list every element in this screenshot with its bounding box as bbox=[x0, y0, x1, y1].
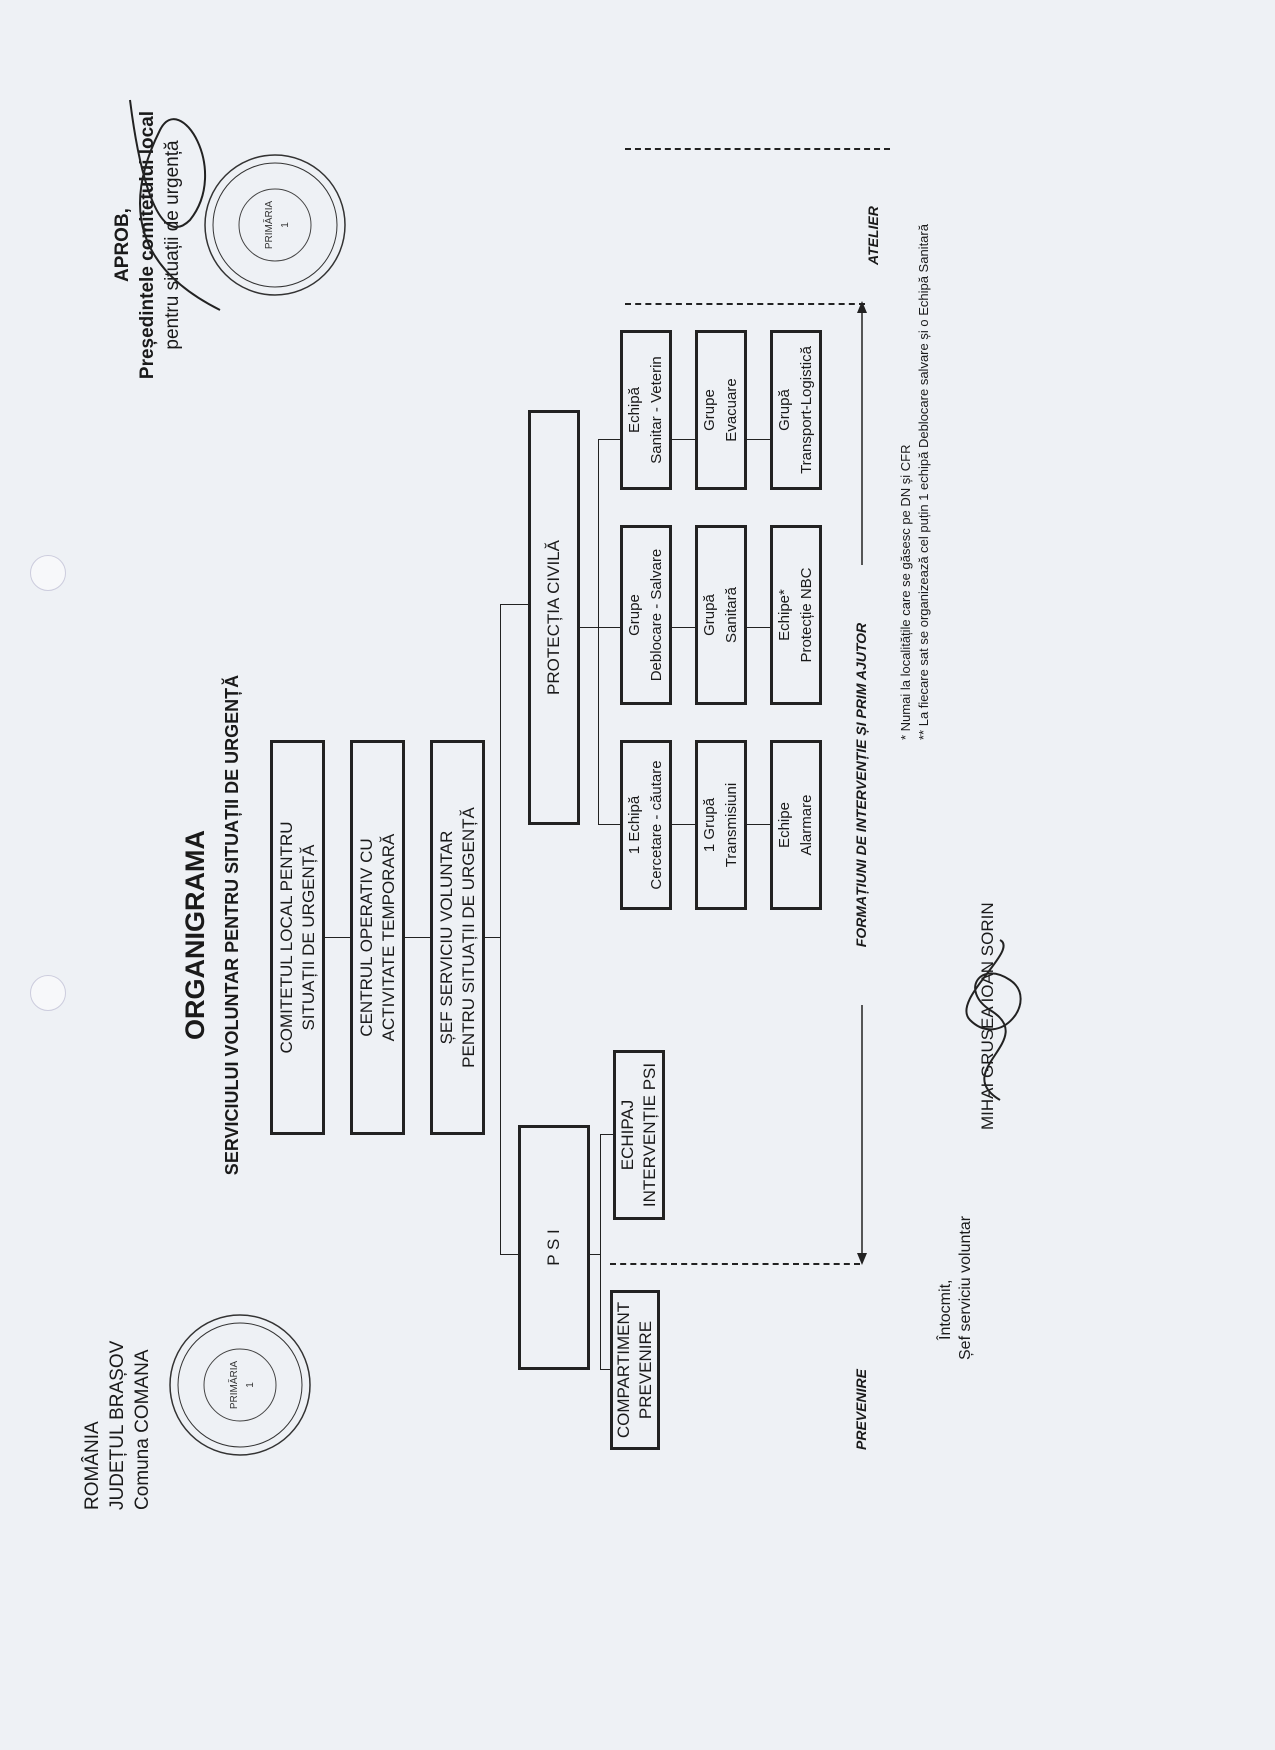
connector bbox=[600, 1369, 610, 1370]
connector bbox=[590, 1254, 600, 1255]
box-text: COMPARTIMENT bbox=[614, 1301, 633, 1439]
svg-text:PRIMĂRIA: PRIMĂRIA bbox=[227, 1361, 240, 1410]
signoff-role: Șef serviciu voluntar bbox=[957, 1215, 974, 1360]
box-pc-child: Grupe Deblocare - Salvare bbox=[620, 525, 672, 705]
box-text: Grupă bbox=[776, 389, 793, 431]
connector bbox=[747, 627, 770, 628]
box-pc-child: Echipe* Protecție NBC bbox=[770, 525, 822, 705]
box-text: Sanitar - Veterin bbox=[648, 356, 665, 464]
box-psi: P S I bbox=[518, 1125, 590, 1370]
stamp-seal-left: PRIMĂRIA 1 bbox=[169, 1314, 311, 1456]
connector-bus bbox=[598, 440, 599, 825]
box-text: Grupă bbox=[701, 594, 718, 636]
box-text: P S I bbox=[544, 1229, 563, 1266]
svg-text:1: 1 bbox=[245, 1382, 256, 1388]
signoff-label: Întocmit, bbox=[937, 1279, 954, 1340]
box-text: CENTRUL OPERATIV CU bbox=[356, 838, 376, 1037]
box-text: 1 Grupă bbox=[701, 797, 718, 853]
box-text: COMITETUL LOCAL PENTRU bbox=[276, 821, 296, 1054]
label-atelier: ATELIER bbox=[865, 206, 881, 265]
page-subtitle: SERVICIULUI VOLUNTAR PENTRU SITUAȚII DE … bbox=[222, 674, 242, 1176]
connector bbox=[598, 627, 620, 628]
label-formatiuni: FORMAȚIUNI DE INTERVENȚIE ȘI PRIM AJUTOR bbox=[853, 622, 869, 948]
box-text: Evacuare bbox=[723, 378, 740, 442]
connector bbox=[600, 1135, 601, 1370]
page-title: ORGANIGRAMA bbox=[180, 830, 210, 1040]
connector bbox=[600, 1134, 613, 1135]
box-pc-child: Grupă Transport-Logistică bbox=[770, 330, 822, 490]
section-divider bbox=[610, 1263, 860, 1265]
connector bbox=[500, 1254, 518, 1255]
box-text: ȘEF SERVICIU VOLUNTAR bbox=[436, 830, 456, 1045]
connector bbox=[598, 824, 620, 825]
box-text: PREVENIRE bbox=[636, 1320, 655, 1420]
box-pc-child: Echipă Sanitar - Veterin bbox=[620, 330, 672, 490]
punch-hole bbox=[30, 975, 66, 1011]
box-text: INTERVENȚIE PSI bbox=[640, 1062, 659, 1208]
connector bbox=[747, 439, 770, 440]
stamp-seal-right: PRIMĂRIA 1 bbox=[204, 154, 346, 296]
svg-text:1: 1 bbox=[280, 222, 291, 228]
box-text: Transmisiuni bbox=[723, 782, 740, 868]
connector bbox=[500, 604, 528, 605]
box-text: PENTRU SITUAȚII DE URGENȚĂ bbox=[458, 807, 478, 1068]
box-text: Cercetare - căutare bbox=[648, 760, 665, 890]
box-text: Grupe bbox=[626, 594, 643, 636]
box-pc-child: Grupă Sanitară bbox=[695, 525, 747, 705]
box-text: Sanitară bbox=[723, 587, 740, 643]
svg-text:PRIMĂRIA: PRIMĂRIA bbox=[262, 201, 275, 250]
approval-signature bbox=[129, 99, 221, 311]
connector bbox=[598, 439, 620, 440]
connector bbox=[672, 824, 695, 825]
box-pc-child: 1 Grupă Transmisiuni bbox=[695, 740, 747, 910]
box-pc-child: Echipe Alarmare bbox=[770, 740, 822, 910]
label-prevenire: PREVENIRE bbox=[853, 1369, 869, 1450]
box-text: Echipă bbox=[626, 387, 643, 433]
punch-hole bbox=[30, 555, 66, 591]
connector bbox=[672, 627, 695, 628]
box-text: PROTECȚIA CIVILĂ bbox=[544, 540, 563, 695]
box-text: Grupe bbox=[701, 389, 718, 431]
footnote-2: ** La fiecare sat se organizează cel puț… bbox=[916, 224, 931, 740]
header-comuna: Comuna COMANA bbox=[132, 1349, 153, 1511]
header-left: ROMÂNIA JUDEȚUL BRAȘOV Comuna COMANA bbox=[80, 1341, 155, 1510]
box-text: ECHIPAJ bbox=[618, 1099, 637, 1171]
box-text: ACTIVITATE TEMPORARĂ bbox=[378, 833, 398, 1042]
header-romania: ROMÂNIA bbox=[82, 1421, 103, 1510]
box-text: 1 Echipă bbox=[626, 795, 643, 855]
box-text: Deblocare - Salvare bbox=[648, 548, 665, 682]
range-arrow bbox=[857, 301, 867, 1265]
connector bbox=[485, 937, 500, 938]
box-protectia-civila: PROTECȚIA CIVILĂ bbox=[528, 410, 580, 825]
box-text: Transport-Logistică bbox=[798, 346, 815, 474]
connector bbox=[580, 627, 598, 628]
connector-bus bbox=[500, 605, 501, 1255]
box-text: Protecție NBC bbox=[798, 567, 815, 663]
box-text: SITUAȚII DE URGENȚĂ bbox=[298, 844, 318, 1031]
box-text: Echipe bbox=[776, 802, 793, 848]
header-judet: JUDEȚUL BRAȘOV bbox=[107, 1340, 128, 1510]
connector bbox=[325, 937, 350, 938]
section-divider bbox=[625, 148, 890, 150]
box-text: Echipe* bbox=[776, 589, 793, 641]
box-text: Alarmare bbox=[798, 794, 815, 856]
footnote-1: * Numai la localitățile care se găsesc p… bbox=[898, 444, 913, 741]
box-pc-child: 1 Echipă Cercetare - căutare bbox=[620, 740, 672, 910]
connector bbox=[747, 824, 770, 825]
connector bbox=[672, 439, 695, 440]
signature bbox=[965, 939, 1022, 1101]
connector bbox=[405, 937, 430, 938]
section-divider bbox=[625, 303, 865, 305]
box-pc-child: Grupe Evacuare bbox=[695, 330, 747, 490]
